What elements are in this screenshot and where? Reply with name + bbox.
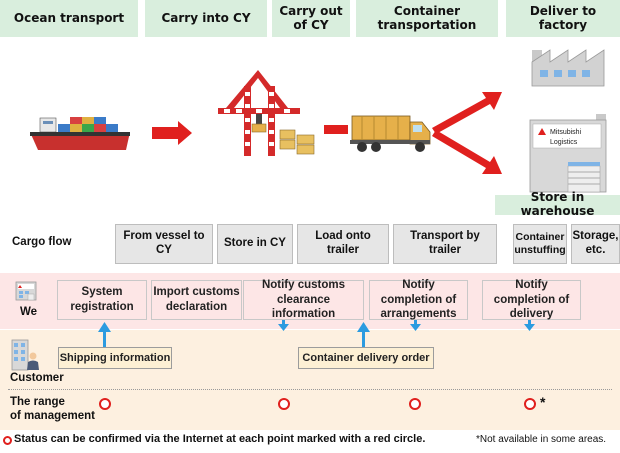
we-box-label: Import customs declaration: [153, 286, 240, 313]
flow-step-from-vessel-to-cy: From vessel to CY: [115, 224, 213, 264]
arrow-down-icon: [410, 324, 421, 331]
flow-step-label: From vessel to CY: [123, 230, 205, 256]
stage-header-deliver-to-factory: Deliver to factory: [506, 0, 620, 37]
arrow-up-icon: [357, 322, 370, 332]
we-box-label: Notify completion of delivery: [493, 278, 570, 321]
connector-bar: [324, 125, 348, 134]
arrow-up-icon: [98, 322, 111, 332]
customer-box-shipping-information: Shipping information: [58, 347, 172, 369]
status-circle-icon: [409, 398, 421, 410]
warehouse-sign-line2: Logistics: [550, 139, 578, 146]
footer-circle-icon: [3, 436, 12, 445]
we-box-notify-completion-arrangements: Notify completion of arrangements: [369, 278, 468, 321]
flow-step-storage-etc: Storage, etc.: [571, 224, 620, 264]
customer-label: Customer: [10, 372, 64, 384]
we-box-notify-customs-clearance: Notify customs clearance information: [243, 278, 364, 321]
cargo-flow-illustration: Mitsubishi Logistics: [30, 49, 607, 193]
container-stack-icon: [279, 129, 315, 155]
customer-box-label: Container delivery order: [302, 352, 430, 364]
stage-header-carry-out-of-cy: Carry out of CY: [272, 0, 350, 37]
arrow-down-icon: [524, 324, 535, 331]
flow-step-label: Container unstuffing: [514, 231, 566, 256]
footer-note-left: Status can be confirmed via the Internet…: [14, 433, 426, 445]
warehouse-icon: Mitsubishi Logistics: [529, 114, 607, 193]
status-circle-icon: [278, 398, 290, 410]
ship-icon: [30, 117, 130, 150]
flow-step-label: Load onto trailer: [315, 230, 371, 256]
warehouse-label-text: Store in warehouse: [520, 190, 595, 218]
we-box-system-registration: System registration: [57, 280, 147, 320]
range-divider: [8, 389, 612, 390]
range-label: The range of management: [10, 396, 95, 424]
stage-label: Deliver to factory: [529, 3, 597, 32]
arrow-right-icon: [152, 121, 192, 145]
stage-header-container-transportation: Container transportation: [356, 0, 498, 37]
we-box-label: Notify customs clearance information: [261, 278, 346, 321]
status-circle-icon: [524, 398, 536, 410]
footer-note-right: *Not available in some areas.: [476, 434, 607, 445]
truck-icon: [350, 115, 431, 152]
crane-icon: [218, 70, 300, 156]
range-label-line1: The range: [10, 396, 65, 408]
company-building-icon: [15, 281, 37, 301]
flow-step-transport-by-trailer: Transport by trailer: [393, 224, 497, 264]
warehouse-sign-line1: Mitsubishi: [550, 129, 582, 136]
flow-step-label: Transport by trailer: [410, 230, 480, 256]
cargo-flow-label: Cargo flow: [12, 236, 72, 248]
warehouse-label: Store in warehouse: [495, 190, 620, 218]
we-box-notify-completion-delivery: Notify completion of delivery: [482, 278, 581, 321]
we-box-label: Notify completion of arrangements: [380, 278, 457, 321]
we-box-label: System registration: [70, 286, 134, 313]
flow-step-load-onto-trailer: Load onto trailer: [297, 224, 389, 264]
stage-header-carry-into-cy: Carry into CY: [145, 0, 267, 37]
stage-label: Carry out of CY: [279, 3, 343, 32]
customer-box-container-delivery-order: Container delivery order: [298, 347, 434, 369]
customer-box-label: Shipping information: [59, 352, 171, 364]
flow-step-store-in-cy: Store in CY: [217, 224, 293, 264]
stage-label: Carry into CY: [161, 10, 251, 25]
status-circle-icon: [99, 398, 111, 410]
flow-step-label: Store in CY: [224, 237, 286, 250]
customer-building-icon: [11, 339, 39, 371]
stage-header-ocean-transport: Ocean transport: [0, 0, 138, 37]
information-arrows: [98, 320, 535, 348]
asterisk-mark: *: [540, 394, 546, 410]
arrow-down-icon: [278, 324, 289, 331]
factory-icon: [531, 49, 605, 87]
range-label-line2: of management: [10, 409, 95, 422]
we-label: We: [20, 306, 38, 318]
flow-step-label: Storage, etc.: [572, 230, 619, 256]
stage-label: Container transportation: [377, 3, 477, 32]
flow-step-container-unstuffing: Container unstuffing: [513, 224, 567, 264]
stage-label: Ocean transport: [13, 10, 125, 25]
we-box-import-customs-declaration: Import customs declaration: [151, 280, 242, 320]
split-arrow-icon: [432, 92, 502, 174]
